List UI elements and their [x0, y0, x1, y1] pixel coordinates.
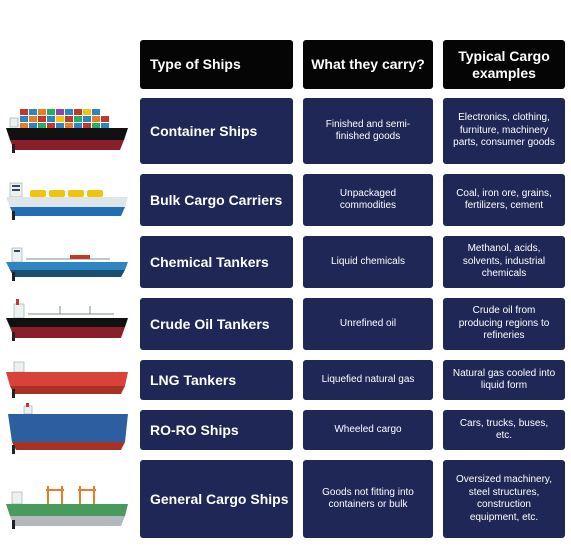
type-label: General Cargo Ships [150, 491, 289, 507]
type-label: Crude Oil Tankers [150, 316, 270, 332]
header-examples-label: Typical Cargo examples [458, 47, 550, 81]
carry-text: Finished and semi-finished goods [325, 118, 411, 143]
bulk-carrier-icon [0, 178, 134, 222]
carry-text: Liquefied natural gas [321, 373, 415, 385]
examples-crude-oil-tankers: Crude oil from producing regions to refi… [443, 298, 565, 350]
carry-general-cargo-ships: Goods not fitting into containers or bul… [303, 460, 433, 538]
type-general-cargo-ships: General Cargo Ships [140, 460, 293, 538]
type-bulk-cargo-carriers: Bulk Cargo Carriers [140, 174, 293, 226]
examples-text: Crude oil from producing regions to refi… [458, 305, 550, 342]
examples-text: Natural gas cooled into liquid form [452, 367, 556, 392]
carry-lng-tankers: Liquefied natural gas [303, 360, 433, 400]
examples-general-cargo-ships: Oversized machinery, steel structures, c… [443, 460, 565, 538]
header-type-of-ships: Type of Ships [140, 40, 293, 89]
roro-ship-icon [0, 402, 134, 456]
examples-text: Electronics, clothing, furniture, machin… [453, 112, 555, 149]
type-container-ships: Container Ships [140, 98, 293, 164]
crude-oil-tanker-icon [0, 296, 134, 344]
header-carry-label: What they carry? [311, 56, 425, 72]
carry-text: Liquid chemicals [331, 255, 405, 267]
examples-text: Coal, iron ore, grains, fertilizers, cem… [456, 187, 552, 212]
examples-lng-tankers: Natural gas cooled into liquid form [443, 360, 565, 400]
carry-chemical-tankers: Liquid chemicals [303, 236, 433, 288]
header-cargo-examples: Typical Cargo examples [443, 40, 565, 89]
carry-crude-oil-tankers: Unrefined oil [303, 298, 433, 350]
examples-container-ships: Electronics, clothing, furniture, machin… [443, 98, 565, 164]
lng-tanker-icon [0, 358, 134, 400]
type-crude-oil-tankers: Crude Oil Tankers [140, 298, 293, 350]
type-roro-ships: RO-RO Ships [140, 410, 293, 450]
carry-text: Wheeled cargo [334, 423, 402, 435]
header-what-they-carry: What they carry? [303, 40, 433, 89]
carry-bulk-cargo-carriers: Unpackaged commodities [303, 174, 433, 226]
type-chemical-tankers: Chemical Tankers [140, 236, 293, 288]
examples-roro-ships: Cars, trucks, buses, etc. [443, 410, 565, 450]
carry-text: Goods not fitting into containers or bul… [322, 486, 414, 511]
type-label: Chemical Tankers [150, 254, 269, 270]
carry-text: Unrefined oil [339, 317, 397, 329]
examples-chemical-tankers: Methanol, acids, solvents, industrial ch… [443, 236, 565, 288]
type-label: LNG Tankers [150, 372, 237, 388]
examples-text: Cars, trucks, buses, etc. [459, 417, 549, 442]
header-type-label: Type of Ships [150, 56, 241, 72]
chemical-tanker-icon [0, 242, 134, 282]
examples-text: Oversized machinery, steel structures, c… [456, 474, 552, 523]
carry-roro-ships: Wheeled cargo [303, 410, 433, 450]
type-label: Container Ships [150, 123, 258, 139]
carry-text: Unpackaged commodities [339, 187, 397, 212]
type-label: Bulk Cargo Carriers [150, 192, 283, 208]
examples-bulk-cargo-carriers: Coal, iron ore, grains, fertilizers, cem… [443, 174, 565, 226]
type-label: RO-RO Ships [150, 422, 239, 438]
carry-container-ships: Finished and semi-finished goods [303, 98, 433, 164]
type-lng-tankers: LNG Tankers [140, 360, 293, 400]
container-ship-icon [0, 106, 134, 156]
general-cargo-ship-icon [0, 482, 134, 532]
examples-text: Methanol, acids, solvents, industrial ch… [462, 243, 546, 280]
